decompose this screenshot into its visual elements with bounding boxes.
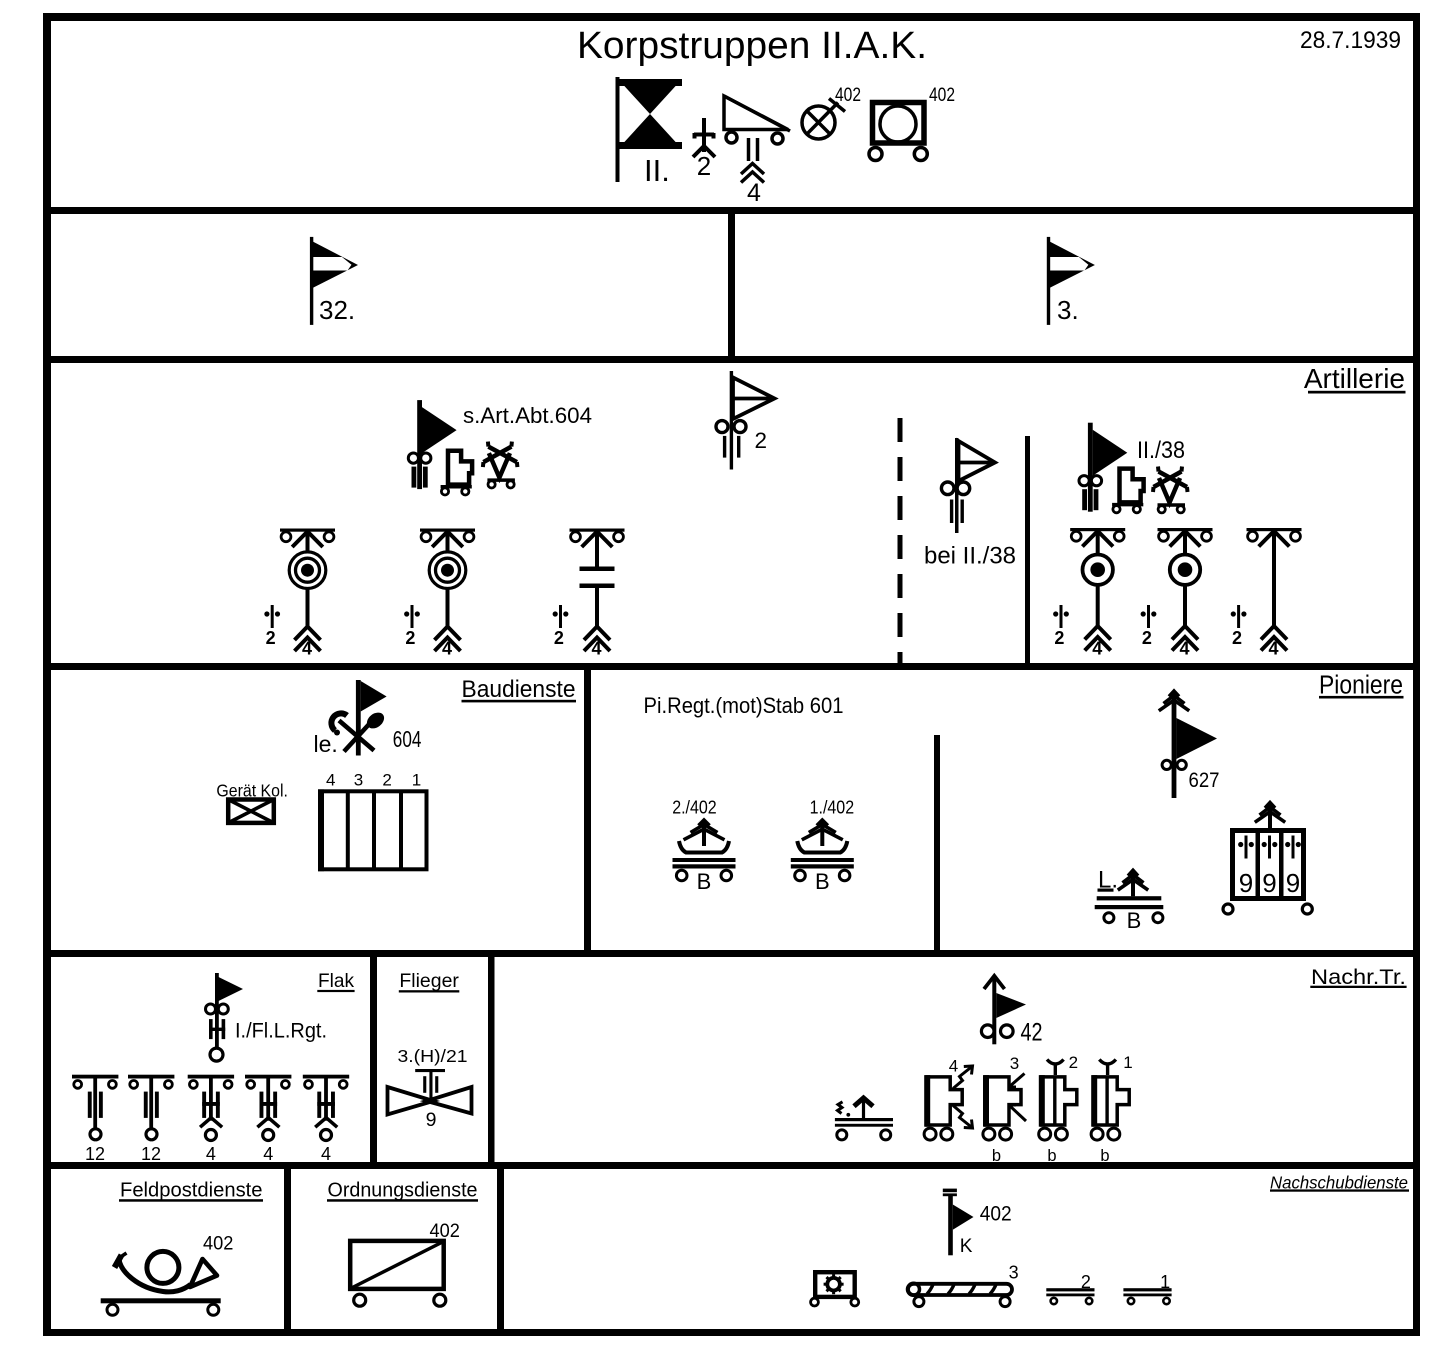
svg-text:2: 2 bbox=[1081, 1272, 1091, 1292]
svg-text:627: 627 bbox=[1189, 769, 1220, 792]
svg-text:402: 402 bbox=[929, 85, 955, 106]
svg-text:B: B bbox=[697, 869, 712, 894]
svg-text:b: b bbox=[1100, 1147, 1109, 1165]
svg-text:Gerät Kol.: Gerät Kol. bbox=[216, 780, 288, 800]
svg-text:b: b bbox=[1047, 1147, 1056, 1165]
svg-text:II.: II. bbox=[644, 153, 670, 188]
svg-text:402: 402 bbox=[835, 85, 861, 106]
svg-text:4: 4 bbox=[263, 1144, 273, 1164]
svg-text:42: 42 bbox=[1021, 1019, 1043, 1047]
svg-text:3: 3 bbox=[354, 770, 363, 789]
svg-text:B: B bbox=[815, 869, 830, 894]
svg-text:4: 4 bbox=[747, 179, 761, 207]
svg-text:9: 9 bbox=[1262, 868, 1276, 898]
svg-text:2: 2 bbox=[1069, 1053, 1078, 1072]
svg-text:2: 2 bbox=[554, 628, 564, 648]
svg-text:s.Art.Abt.604: s.Art.Abt.604 bbox=[463, 403, 592, 428]
svg-text:2: 2 bbox=[1142, 628, 1152, 648]
svg-text:604: 604 bbox=[393, 726, 422, 752]
svg-text:4: 4 bbox=[442, 639, 452, 659]
svg-text:4: 4 bbox=[206, 1144, 216, 1164]
svg-text:3: 3 bbox=[1009, 1263, 1019, 1283]
svg-text:bei II./38: bei II./38 bbox=[924, 543, 1016, 570]
svg-text:32.: 32. bbox=[319, 295, 355, 325]
svg-text:Ordnungsdienste: Ordnungsdienste bbox=[328, 1179, 478, 1202]
svg-text:4: 4 bbox=[326, 770, 335, 789]
svg-text:Pi.Regt.(mot)Stab 601: Pi.Regt.(mot)Stab 601 bbox=[644, 693, 844, 718]
svg-text:402: 402 bbox=[980, 1203, 1012, 1226]
svg-text:Nachr.Tr.: Nachr.Tr. bbox=[1311, 966, 1406, 989]
svg-text:12: 12 bbox=[85, 1144, 105, 1164]
svg-text:3: 3 bbox=[1010, 1054, 1019, 1073]
svg-text:4: 4 bbox=[321, 1144, 331, 1164]
svg-text:4: 4 bbox=[302, 639, 312, 659]
svg-text:4: 4 bbox=[1092, 639, 1102, 659]
svg-text:Korpstruppen II.A.K.: Korpstruppen II.A.K. bbox=[577, 25, 927, 67]
svg-text:Flieger: Flieger bbox=[399, 970, 459, 992]
svg-text:1: 1 bbox=[412, 770, 421, 789]
svg-text:b: b bbox=[992, 1147, 1001, 1165]
svg-text:Feldpostdienste: Feldpostdienste bbox=[120, 1179, 263, 1202]
svg-text:2./402: 2./402 bbox=[672, 797, 717, 817]
svg-text:I./Fl.L.Rgt.: I./Fl.L.Rgt. bbox=[235, 1020, 327, 1043]
svg-text:28.7.1939: 28.7.1939 bbox=[1300, 27, 1401, 54]
svg-text:9: 9 bbox=[426, 1109, 437, 1131]
svg-text:3.(H)/21: 3.(H)/21 bbox=[398, 1046, 468, 1066]
svg-text:9: 9 bbox=[1286, 868, 1300, 898]
svg-text:Flak: Flak bbox=[318, 970, 354, 992]
svg-text:Nachschubdienste: Nachschubdienste bbox=[1270, 1173, 1408, 1193]
svg-text:L.: L. bbox=[1098, 867, 1118, 894]
svg-text:2: 2 bbox=[382, 770, 391, 789]
svg-text:1./402: 1./402 bbox=[810, 797, 855, 817]
svg-text:2: 2 bbox=[1232, 628, 1242, 648]
svg-text:2: 2 bbox=[266, 628, 276, 648]
svg-text:le.: le. bbox=[314, 731, 338, 757]
svg-text:4: 4 bbox=[1179, 639, 1189, 659]
svg-text:3.: 3. bbox=[1057, 295, 1079, 325]
svg-text:9: 9 bbox=[1239, 868, 1253, 898]
svg-text:12: 12 bbox=[141, 1144, 161, 1164]
svg-text:2: 2 bbox=[1054, 628, 1064, 648]
svg-text:4: 4 bbox=[949, 1057, 958, 1076]
svg-text:Pioniere: Pioniere bbox=[1319, 672, 1403, 700]
svg-text:II./38: II./38 bbox=[1137, 437, 1185, 464]
svg-text:B: B bbox=[1127, 908, 1142, 933]
svg-text:402: 402 bbox=[203, 1234, 233, 1255]
svg-text:Artillerie: Artillerie bbox=[1304, 363, 1405, 394]
svg-text:1: 1 bbox=[1123, 1053, 1132, 1072]
svg-text:4: 4 bbox=[591, 639, 601, 659]
svg-text:2: 2 bbox=[405, 628, 415, 648]
svg-text:4: 4 bbox=[1268, 639, 1278, 659]
svg-text:1: 1 bbox=[1160, 1272, 1170, 1292]
svg-text:Baudienste: Baudienste bbox=[462, 676, 576, 703]
svg-text:2: 2 bbox=[697, 151, 711, 181]
svg-text:2: 2 bbox=[755, 428, 768, 453]
svg-text:K: K bbox=[960, 1236, 973, 1257]
svg-text:402: 402 bbox=[430, 1221, 460, 1242]
